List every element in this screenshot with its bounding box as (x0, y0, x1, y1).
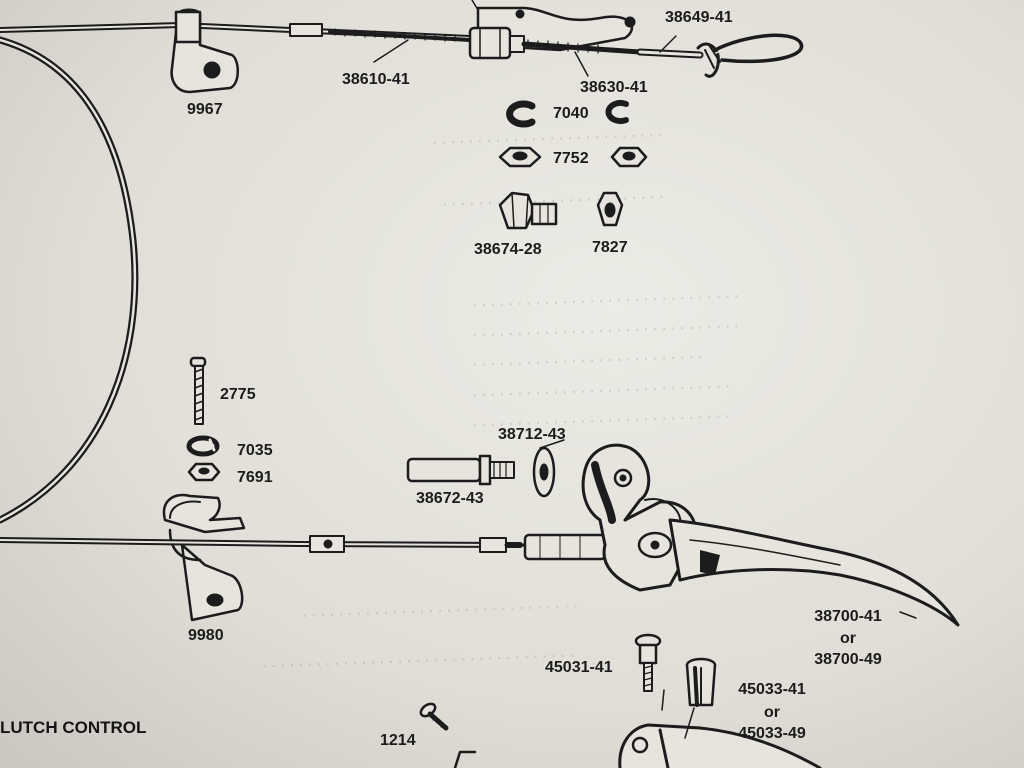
part-label-38630-41: 38630-41 (580, 79, 648, 96)
part-label-7752: 7752 (553, 150, 589, 167)
part-label-7691: 7691 (237, 469, 273, 486)
part-label-2775: 2775 (220, 386, 256, 403)
rod-38630 (521, 41, 643, 55)
c-washer-7040b (605, 100, 629, 124)
part-label-38700-49: 38700-49 (814, 651, 882, 668)
part-label-38712-43: 38712-43 (498, 426, 566, 443)
bushing-45033 (685, 657, 717, 707)
nut-7691 (187, 462, 221, 482)
part-label-7827: 7827 (592, 239, 628, 256)
washer-38712 (532, 439, 565, 498)
part-label-45031-41: 45031-41 (545, 659, 613, 676)
or-label-bushing: or (764, 704, 780, 721)
section-title: LUTCH CONTROL (0, 718, 147, 737)
part-label-38649-41: 38649-41 (665, 9, 733, 26)
part-label-38674-28: 38674-28 (474, 241, 542, 258)
c-washer-7040a (506, 100, 536, 128)
screw-2775 (189, 356, 207, 425)
lock-washer-7035 (186, 435, 220, 457)
adjuster-38630 (468, 6, 704, 60)
lever-38700 (668, 518, 960, 627)
part-label-7035: 7035 (237, 442, 273, 459)
rivet-45031 (634, 633, 662, 692)
adjuster-sleeve (523, 533, 607, 561)
threaded-rod-38610 (328, 30, 472, 42)
clamp-9980 (162, 493, 246, 622)
part-label-9980: 9980 (188, 627, 224, 644)
lever-bracket (581, 443, 698, 592)
part-label-7040: 7040 (553, 105, 589, 122)
lower-lever-partial (453, 723, 822, 768)
part-label-38700-41: 38700-41 (814, 608, 882, 625)
bolt-38674 (498, 191, 558, 230)
part-label-1214: 1214 (380, 732, 416, 749)
hex-nut-7752b (610, 146, 648, 168)
cable-ferrule (289, 23, 323, 37)
cable-end-38649 (696, 33, 804, 78)
part-label-38610-41: 38610-41 (342, 71, 410, 88)
part-label-45033-41: 45033-41 (738, 681, 806, 698)
or-label-lever: or (840, 630, 856, 647)
screw-1214 (419, 702, 449, 731)
nut-7827 (596, 191, 624, 227)
clamp-9967 (170, 8, 239, 94)
part-label-45033-49: 45033-49 (738, 725, 806, 742)
pin-38672 (406, 454, 515, 486)
part-label-9967: 9967 (187, 101, 223, 118)
part-label-38672-43: 38672-43 (416, 490, 484, 507)
hex-nut-7752a (498, 146, 542, 168)
cable-loop (0, 36, 139, 524)
